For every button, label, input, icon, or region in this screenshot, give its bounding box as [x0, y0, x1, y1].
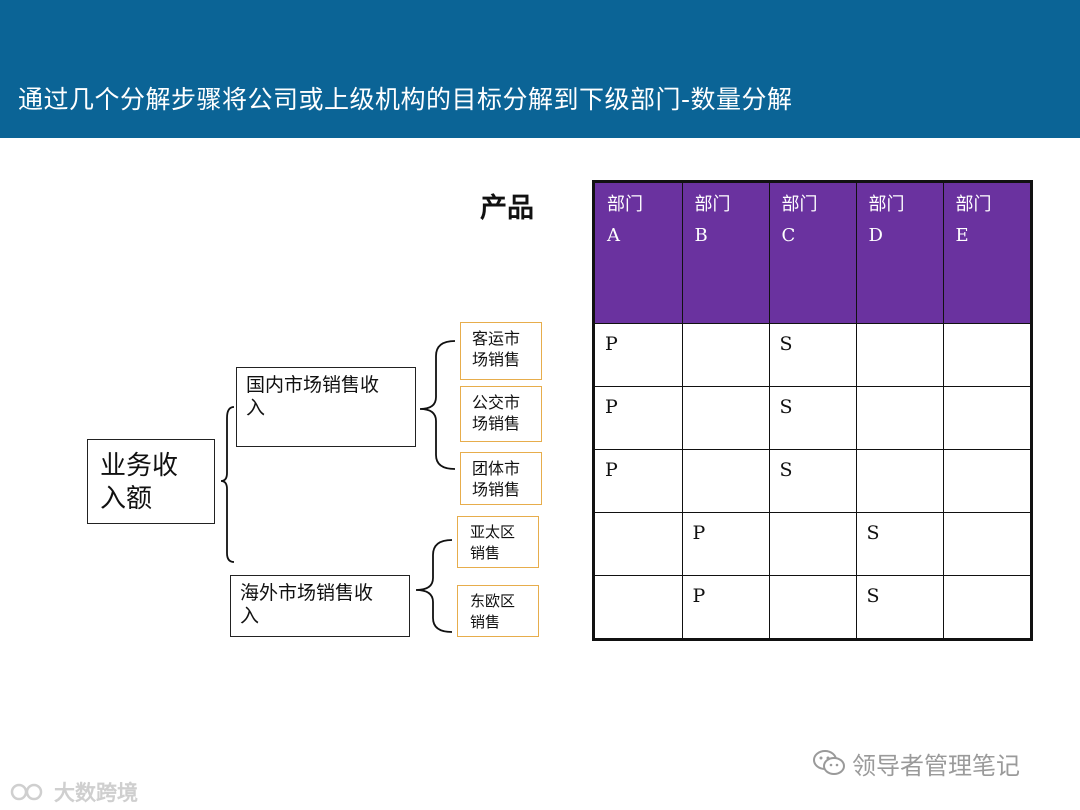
- column-header-line: 部门: [868, 194, 905, 215]
- column-header-line: 部门: [607, 194, 643, 215]
- leaf-line: 场销售: [472, 350, 521, 369]
- watermark-right-text: 领导者管理笔记: [852, 751, 1020, 780]
- matrix-cell: [943, 512, 1030, 577]
- header-bar: 通过几个分解步骤将公司或上级机构的目标分解到下级部门-数量分解: [0, 0, 1080, 138]
- overseas-bracket: [415, 539, 453, 633]
- matrix-cell: [682, 449, 770, 514]
- column-header-line: 部门: [781, 194, 818, 215]
- leaf-group-market: 团体市 场销售: [460, 452, 542, 505]
- matrix-cell: [769, 575, 857, 638]
- responsibility-matrix: 部门 A 部门 B 部门 C 部门 D 部门 E P S P S: [592, 180, 1033, 641]
- leaf-line: 销售: [470, 613, 501, 631]
- matrix-cell: [682, 323, 770, 387]
- matrix-cell: S: [769, 386, 857, 450]
- watermark-left-text: 大数跨境: [54, 781, 138, 805]
- root-node-business-revenue: 业务收 入额: [87, 439, 215, 524]
- wechat-icon: [813, 750, 845, 775]
- leaf-line: 销售: [470, 544, 501, 562]
- logo-icon: [10, 783, 43, 801]
- root-node-line: 入额: [100, 484, 153, 514]
- leaf-asia-pacific: 亚太区 销售: [457, 516, 539, 568]
- matrix-row: P S: [595, 575, 1030, 638]
- leaf-line: 团体市: [472, 459, 521, 478]
- matrix-row: P S: [595, 449, 1030, 514]
- matrix-cell: S: [856, 575, 944, 638]
- matrix-cell: S: [856, 512, 944, 577]
- leaf-line: 公交市: [472, 393, 521, 412]
- node-line: 入: [240, 605, 260, 627]
- column-header-line: 部门: [694, 194, 731, 215]
- node-domestic-sales: 国内市场销售收 入: [236, 367, 416, 447]
- matrix-row: P S: [595, 386, 1030, 450]
- matrix-cell: P: [595, 386, 683, 450]
- matrix-cell: P: [682, 575, 770, 638]
- matrix-cell: P: [682, 512, 770, 577]
- matrix-column-header: 部门 E: [943, 183, 1030, 324]
- node-line: 海外市场销售收: [240, 582, 374, 604]
- matrix-header-row: 部门 A 部门 B 部门 C 部门 D 部门 E: [595, 183, 1030, 324]
- node-line: 国内市场销售收: [246, 374, 380, 396]
- matrix-cell: P: [595, 323, 683, 387]
- matrix-row: P S: [595, 323, 1030, 387]
- node-overseas-sales: 海外市场销售收 入: [230, 575, 410, 637]
- product-label: 产品: [480, 193, 534, 224]
- watermark-left: 大数跨境: [8, 777, 138, 807]
- column-header-line: C: [781, 225, 796, 246]
- matrix-cell: [943, 386, 1030, 450]
- matrix-column-header: 部门 D: [856, 183, 944, 324]
- column-header-line: E: [955, 225, 969, 246]
- matrix-cell: [856, 386, 944, 450]
- leaf-bus-market: 公交市 场销售: [460, 386, 542, 442]
- matrix-row: P S: [595, 512, 1030, 577]
- column-header-line: 部门: [955, 194, 992, 215]
- page-title: 通过几个分解步骤将公司或上级机构的目标分解到下级部门-数量分解: [18, 85, 793, 114]
- matrix-cell: P: [595, 449, 683, 514]
- matrix-column-header: 部门 C: [769, 183, 857, 324]
- matrix-cell: [856, 323, 944, 387]
- domestic-bracket: [419, 340, 456, 470]
- leaf-passenger-market: 客运市 场销售: [460, 322, 542, 380]
- matrix-table: 部门 A 部门 B 部门 C 部门 D 部门 E P S P S: [595, 183, 1030, 638]
- column-header-line: B: [694, 225, 708, 246]
- leaf-line: 亚太区: [470, 523, 516, 541]
- matrix-column-header: 部门 A: [595, 183, 683, 324]
- matrix-cell: [682, 386, 770, 450]
- column-header-line: A: [607, 225, 620, 246]
- matrix-cell: [769, 512, 857, 577]
- root-bracket: [220, 406, 235, 563]
- matrix-cell: [943, 323, 1030, 387]
- leaf-line: 场销售: [472, 480, 521, 499]
- leaf-line: 东欧区: [470, 592, 516, 610]
- leaf-line: 场销售: [472, 414, 521, 433]
- matrix-cell: [943, 576, 1030, 638]
- matrix-cell: S: [769, 323, 857, 387]
- matrix-cell: [595, 575, 683, 638]
- matrix-cell: [595, 512, 683, 577]
- matrix-cell: S: [769, 449, 857, 514]
- watermark-right: 领导者管理笔记: [812, 748, 1020, 780]
- leaf-line: 客运市: [472, 329, 521, 348]
- matrix-cell: [856, 449, 944, 514]
- leaf-eastern-europe: 东欧区 销售: [457, 585, 539, 637]
- node-line: 入: [246, 397, 266, 419]
- root-node-line: 业务收: [100, 451, 179, 481]
- matrix-column-header: 部门 B: [682, 183, 770, 324]
- matrix-cell: [943, 449, 1030, 514]
- column-header-line: D: [868, 225, 883, 246]
